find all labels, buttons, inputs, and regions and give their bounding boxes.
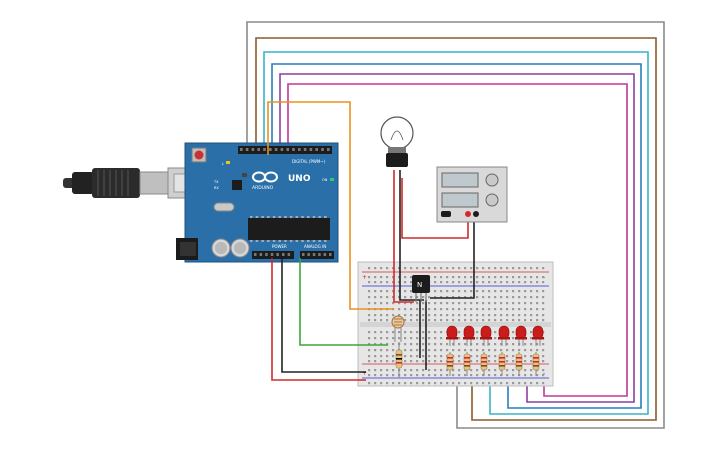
atmega-chip [248,218,330,240]
supply-knob-top[interactable] [485,173,499,187]
l-led-label: L [222,162,224,166]
analog-header [300,251,334,259]
wire-gray [246,21,665,429]
header-pin [274,148,278,151]
arduino-logo: UNO ARDUINO [252,171,311,191]
light-bulb [380,116,414,167]
breadboard: + - + - [357,261,554,387]
photoresistor [391,315,405,342]
header-pin [309,148,313,151]
uno-logo-text: UNO [288,174,311,184]
reset-button[interactable] [191,147,207,163]
header-pin [327,148,330,151]
tx-label: TX [213,180,219,184]
analog-label: ANALOG IN [304,244,326,249]
wire-cyan [263,51,649,415]
wire-red-supply [401,178,469,239]
arduino-brand-text: ARDUINO [252,185,274,191]
header-pin [257,148,260,151]
rx-label: RX [214,186,219,190]
header-pin [321,148,324,151]
transistor-label: N [417,281,422,289]
wire-red-bulb [393,170,414,303]
rail-minus-bottom: - [543,370,545,377]
wire-brown [255,37,657,421]
digital-pin-holes [240,148,330,151]
header-pin [251,148,255,151]
header-pin [292,148,295,151]
led-4 [498,325,510,346]
frame-wires [246,21,665,429]
led-resistor-6 [532,352,540,376]
wire-green-a0 [299,258,388,346]
led-resistor-3 [480,352,488,376]
led-1 [446,325,458,346]
signal-wires [267,101,475,381]
header-pin [245,148,249,151]
led-6 [532,325,544,346]
arduino-uno-board: UNO ARDUINO DIGITAL (PWM~) L TX RX ON PO… [176,142,339,263]
wire-magenta [287,83,628,397]
header-pin [263,148,266,151]
on-label: ON [322,178,328,182]
header-pin [315,148,318,151]
digital-header [238,146,332,154]
led-resistor-4 [498,352,506,376]
transistor: N [412,275,430,302]
header-pin [280,148,284,151]
wire-purple [279,73,635,403]
supply-display-top [441,172,479,188]
header-pin [286,148,289,151]
wire-red-5v [271,258,366,381]
rail-plus-top: + [362,274,367,281]
rail-plus-bottom: + [362,370,367,377]
wire-black-supply [430,222,475,299]
usb-cable [63,167,199,199]
led-array [446,325,544,376]
supply-knob-bottom[interactable] [485,193,499,207]
power-supply [436,166,508,223]
led-resistor-2 [463,352,471,376]
supply-display-bottom [441,192,479,208]
power-label: POWER [272,244,287,249]
wire-blue [271,63,642,409]
led-3 [480,325,492,346]
wire-black-gnd [281,258,366,373]
led-resistor-1 [446,352,454,376]
digital-label: DIGITAL (PWM~) [292,159,326,164]
led-2 [463,325,475,346]
led-resistor-5 [515,352,523,376]
header-pin [303,148,307,151]
header-pin [298,148,301,151]
led-5 [515,325,527,346]
wire-orange [267,101,394,310]
sensor-resistor [395,342,403,378]
header-pin [240,148,243,151]
header-pin [269,148,272,151]
